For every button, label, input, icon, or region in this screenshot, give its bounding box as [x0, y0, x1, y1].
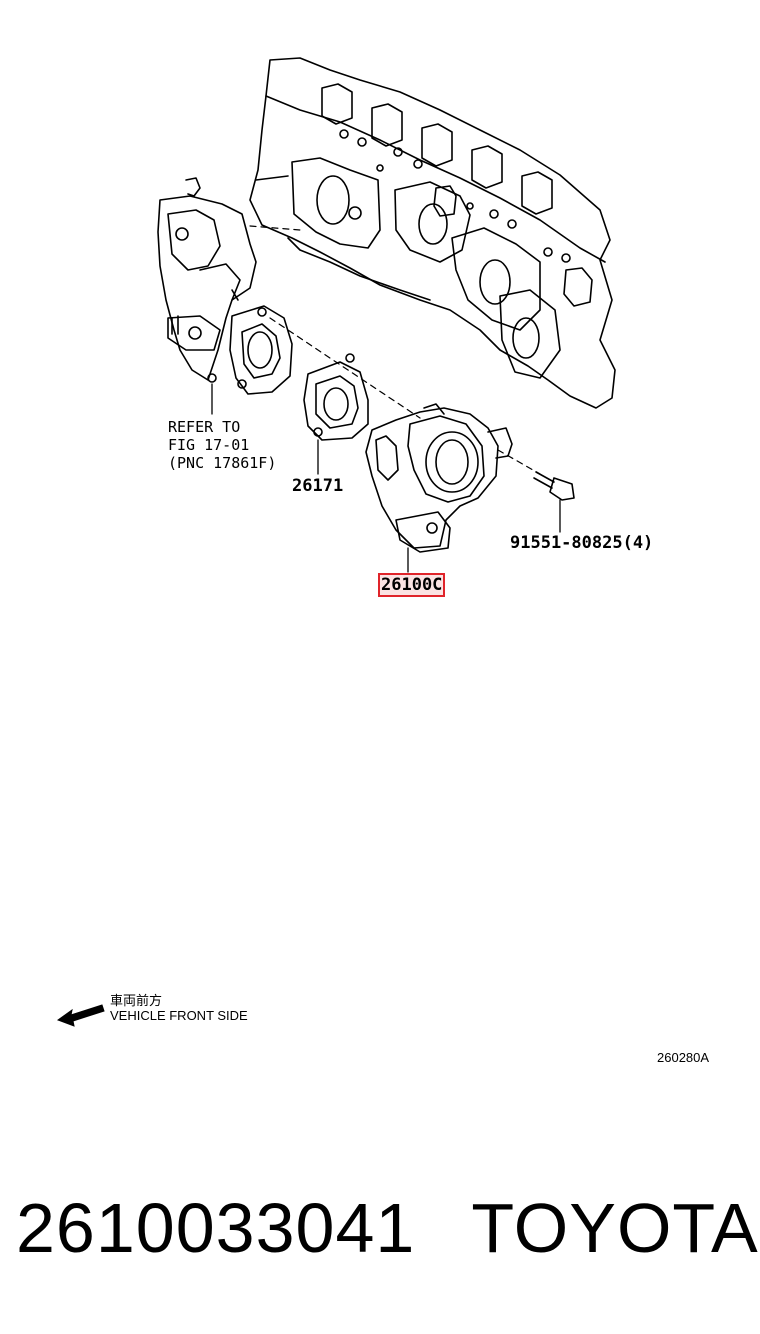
assembly-lines [249, 225, 541, 475]
leader-lines [211, 383, 561, 573]
gasket-callout[interactable]: 26171 [292, 476, 344, 496]
gasket-26171 [303, 353, 369, 441]
intake-manifold-adapter [157, 177, 257, 383]
reference-note-line3: (PNC 17861F) [168, 454, 277, 472]
throttle-body [365, 403, 513, 553]
reference-note-line2: FIG 17-01 [168, 436, 250, 454]
arrow-left-icon [56, 1004, 105, 1027]
throttle-body-callout[interactable]: 26100C [378, 573, 446, 597]
bolt-callout[interactable]: 91551-80825(4) [510, 533, 654, 553]
part-number: 2610033041 [16, 1189, 416, 1267]
bolt [533, 471, 575, 501]
illustration-id: 260280A [657, 1050, 710, 1065]
reference-note-line1: REFER TO [168, 418, 241, 436]
footer-caption: 2610033041 TOYOTA [16, 1188, 759, 1268]
direction-label-jp: 車両前方 [110, 993, 163, 1008]
brand-name: TOYOTA [471, 1189, 759, 1267]
reference-note: REFER TO FIG 17-01 (PNC 17861F) [168, 418, 276, 472]
adapter-flange [229, 305, 293, 395]
cylinder-head [249, 57, 616, 409]
direction-label-en: VEHICLE FRONT SIDE [110, 1008, 248, 1023]
